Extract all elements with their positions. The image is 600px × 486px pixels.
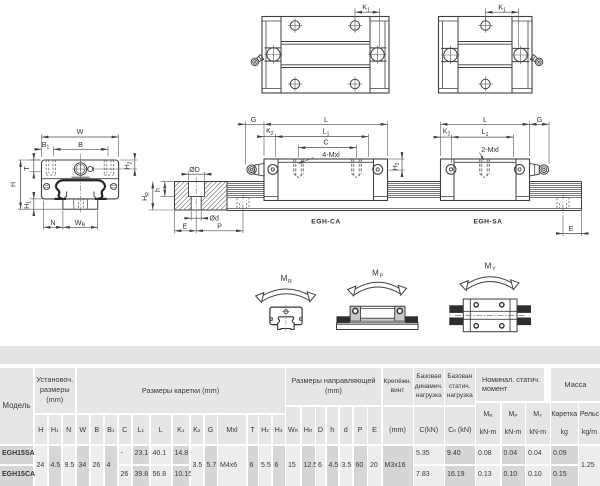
svg-text:WR: WR (75, 218, 86, 229)
svg-text:L1: L1 (482, 127, 489, 138)
svg-text:Y: Y (492, 267, 496, 273)
svg-text:Ød: Ød (210, 216, 219, 223)
svg-text:C: C (323, 138, 328, 147)
svg-text:H3: H3 (392, 162, 401, 170)
svg-text:P: P (380, 274, 384, 280)
svg-text:B1: B1 (42, 140, 50, 151)
svg-text:P: P (217, 221, 222, 230)
svg-text:M: M (372, 269, 379, 278)
svg-text:W: W (77, 127, 84, 136)
svg-text:E: E (569, 224, 574, 233)
svg-text:L: L (324, 115, 328, 124)
svg-text:EGH-SA: EGH-SA (473, 219, 502, 226)
svg-text:EGH-CA: EGH-CA (311, 219, 340, 226)
svg-text:E: E (183, 221, 188, 230)
svg-text:B: B (78, 140, 83, 149)
svg-text:K1: K1 (498, 3, 506, 14)
svg-text:L1: L1 (323, 127, 330, 138)
svg-text:ØD: ØD (189, 167, 200, 174)
svg-text:HR: HR (142, 192, 151, 201)
svg-text:H: H (11, 182, 18, 187)
svg-text:G: G (251, 115, 257, 124)
svg-text:h: h (155, 188, 162, 192)
svg-text:N: N (50, 218, 55, 227)
svg-text:T: T (24, 166, 31, 171)
svg-text:2-Mxl: 2-Mxl (481, 145, 499, 154)
svg-text:K2: K2 (266, 128, 274, 137)
svg-text:H2: H2 (125, 161, 134, 169)
svg-text:R: R (288, 279, 292, 285)
svg-text:G: G (537, 115, 543, 124)
svg-text:L: L (483, 115, 487, 124)
svg-text:H1: H1 (24, 201, 33, 209)
svg-text:K2: K2 (443, 129, 451, 138)
svg-text:4-Mxl: 4-Mxl (322, 150, 340, 159)
svg-text:M: M (281, 274, 288, 283)
svg-text:K1: K1 (362, 3, 370, 14)
svg-text:M: M (485, 262, 492, 271)
